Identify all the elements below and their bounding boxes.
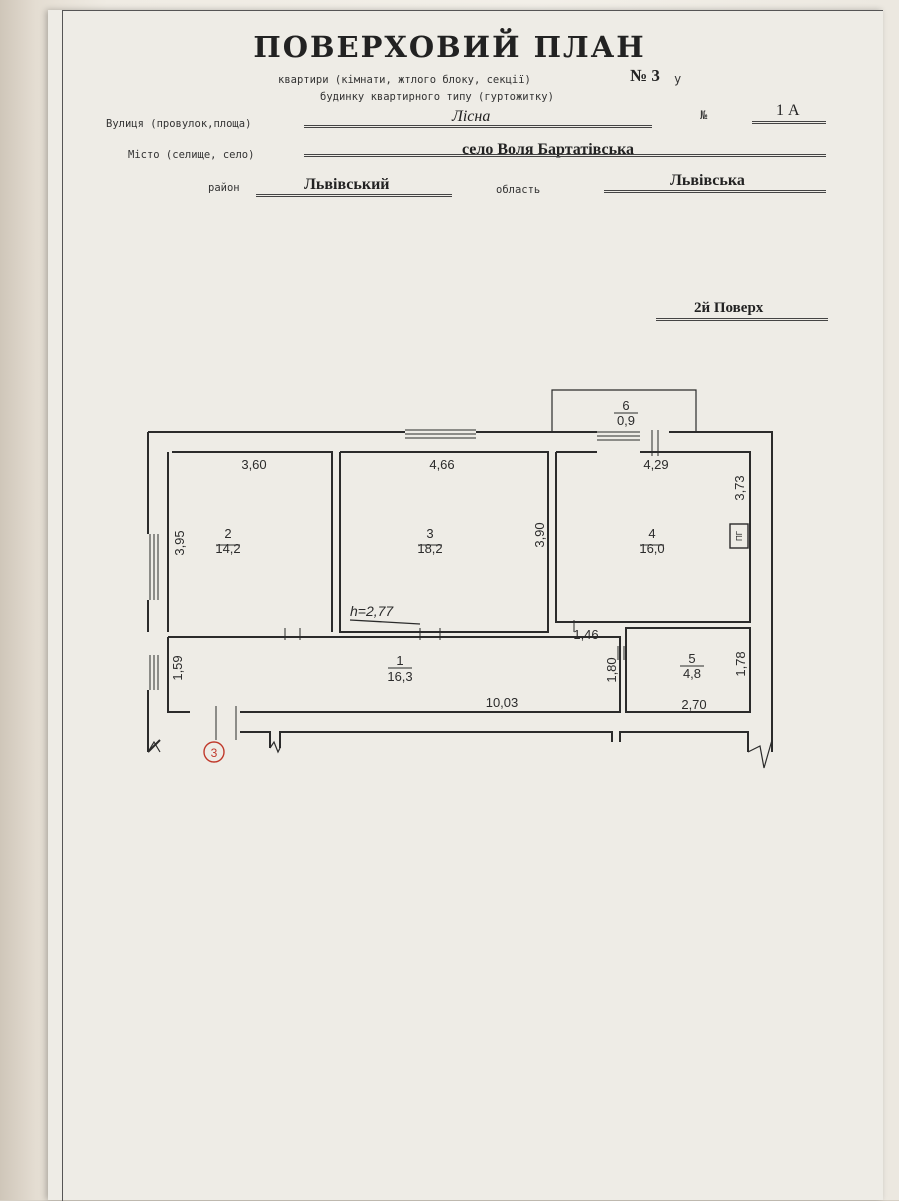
district-label: район [208, 182, 240, 194]
room-4-number: 4 [648, 526, 655, 541]
subtitle-line2: будинку квартирного типу (гуртожитку) [320, 91, 554, 103]
street-label: Вулиця (провулок,площа) [106, 118, 252, 130]
subtitle-line1: квартири (кімнати, жтлого блоку, секції) [278, 74, 531, 86]
room-6-number: 6 [622, 398, 629, 413]
city-label: Місто (селище, село) [128, 149, 255, 161]
dim-corridor-right: 1,80 [604, 657, 619, 682]
plan-walls [147, 389, 773, 769]
region-underline [604, 190, 826, 193]
dim-room2-length: 3,95 [172, 530, 187, 555]
street-underline [304, 125, 652, 128]
dim-corridor-passage: 1,46 [573, 627, 598, 642]
dim-corridor-left: 1,59 [170, 655, 185, 680]
dim-room4-length: 3,73 [732, 475, 747, 500]
document-sheet [48, 10, 883, 1200]
sheet-frame [62, 10, 883, 1201]
floor-label: 2й Поверх [694, 300, 764, 316]
room-5-number: 5 [688, 651, 695, 666]
room-2-area: 14,2 [215, 541, 240, 556]
dim-room5-length: 1,78 [733, 651, 748, 676]
dim-room5-width: 2,70 [681, 697, 706, 712]
subtitle-y: у [674, 72, 682, 86]
city-value: село Воля Бартатівська [462, 141, 635, 158]
number-value: 1 А [776, 102, 800, 119]
stove-label: ПГ [735, 530, 744, 541]
room-5-area: 4,8 [683, 666, 701, 681]
room-2-number: 2 [224, 526, 231, 541]
room-3-number: 3 [426, 526, 433, 541]
region-label: область [496, 184, 541, 196]
ceiling-height-underline [349, 619, 421, 625]
number-underline [752, 121, 826, 124]
dim-room2-width: 3,60 [241, 457, 266, 472]
dim-room3-length: 3,90 [532, 522, 547, 547]
dim-room4-width: 4,29 [643, 457, 668, 472]
district-underline [256, 194, 452, 197]
floor-underline [656, 318, 828, 321]
room-1-number: 1 [396, 653, 403, 668]
room-1-area: 16,3 [387, 669, 412, 684]
district-value: Львівський [304, 176, 390, 193]
page-title: ПОВЕРХОВИЙ ПЛАН [253, 30, 646, 64]
dim-corridor-length: 10,03 [486, 695, 519, 710]
dim-room3-width: 4,66 [429, 457, 454, 472]
ceiling-height-note: h=2,77 [350, 603, 394, 619]
room-3-area: 18,2 [417, 541, 442, 556]
city-underline [304, 154, 826, 157]
room-6-area: 0,9 [617, 413, 635, 428]
street-value: Лісна [452, 108, 491, 125]
entrance-marker-number: 3 [211, 746, 218, 760]
region-value: Львівська [670, 172, 745, 189]
entrance-marker-circle [203, 741, 225, 763]
room-4-area: 16,0 [639, 541, 664, 556]
apartment-number: № 3 [630, 66, 660, 85]
number-label: № [700, 108, 708, 122]
